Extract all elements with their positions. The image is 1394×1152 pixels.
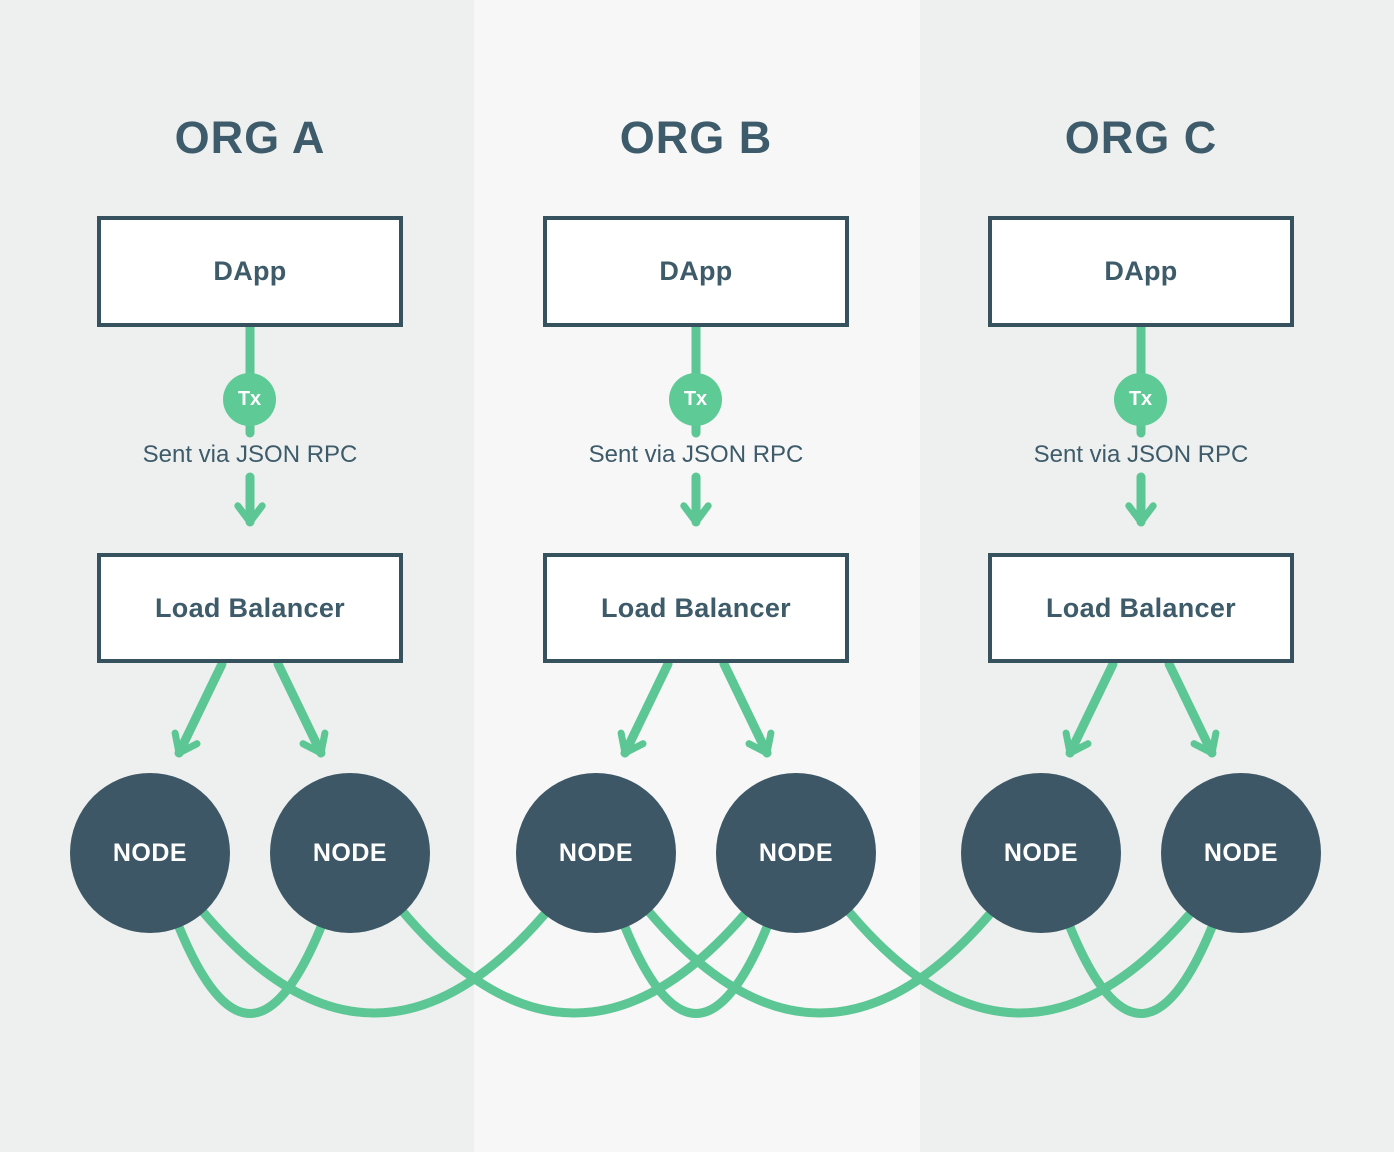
org-a-node-1-label: NODE <box>112 838 188 867</box>
org-b-split-arrow-left <box>617 659 673 758</box>
org-b-split-arrow-right <box>719 659 775 758</box>
org-c-node-2-label: NODE <box>1203 838 1279 867</box>
org-c-node-2: NODE <box>1161 773 1321 933</box>
org-c-node-1-label: NODE <box>1003 838 1079 867</box>
org-a-node-2-label: NODE <box>312 838 388 867</box>
org-a-load-balancer-box: Load Balancer <box>97 553 403 663</box>
org-b-node-2: NODE <box>716 773 876 933</box>
org-b-tx-label: Tx <box>683 388 708 410</box>
org-b-node-1-label: NODE <box>558 838 634 867</box>
org-c-dapp-label: DApp <box>1104 256 1178 286</box>
org-b-title: ORG B <box>619 112 773 163</box>
org-c-tx-label: Tx <box>1128 388 1153 410</box>
org-a-split-arrow-right <box>273 659 329 758</box>
org-b-load-balancer-label: Load Balancer <box>601 592 791 623</box>
org-a-node-2: NODE <box>270 773 430 933</box>
org-c-node-1: NODE <box>961 773 1121 933</box>
org-a-load-balancer-label: Load Balancer <box>155 592 345 623</box>
org-a-json-rpc-caption: Sent via JSON RPC <box>142 441 358 468</box>
peer-link-b1-b2 <box>620 922 772 1018</box>
org-a-title: ORG A <box>174 112 326 163</box>
org-a-dapp-box: DApp <box>97 216 403 327</box>
peer-link-c1-c2 <box>1065 922 1217 1018</box>
org-c-load-balancer-box: Load Balancer <box>988 553 1294 663</box>
org-b-node-2-label: NODE <box>758 838 834 867</box>
org-c-split-arrow-right <box>1164 659 1220 758</box>
peer-link-a1-a2 <box>174 922 326 1018</box>
org-c-load-balancer-label: Load Balancer <box>1046 592 1236 623</box>
org-b-node-1: NODE <box>516 773 676 933</box>
org-b-json-rpc-caption: Sent via JSON RPC <box>588 441 804 468</box>
org-c-dapp-box: DApp <box>988 216 1294 327</box>
org-a-dapp-label: DApp <box>213 256 287 286</box>
org-b-dapp-label: DApp <box>659 256 733 286</box>
org-c-split-arrow-left <box>1062 659 1118 758</box>
org-b-tx-badge: Tx <box>669 373 722 426</box>
org-a-node-1: NODE <box>70 773 230 933</box>
org-a-split-arrow-left <box>171 659 227 758</box>
peer-link-b1-c1 <box>645 908 994 1018</box>
org-c-tx-badge: Tx <box>1114 373 1167 426</box>
org-a-tx-badge: Tx <box>223 373 276 426</box>
org-c-title: ORG C <box>1064 112 1218 163</box>
peer-link-a1-b1 <box>199 908 549 1018</box>
org-b-load-balancer-box: Load Balancer <box>543 553 849 663</box>
org-a-tx-label: Tx <box>237 388 262 410</box>
peer-link-b2-c2 <box>845 908 1194 1018</box>
org-b-dapp-box: DApp <box>543 216 849 327</box>
org-c-json-rpc-caption: Sent via JSON RPC <box>1033 441 1249 468</box>
